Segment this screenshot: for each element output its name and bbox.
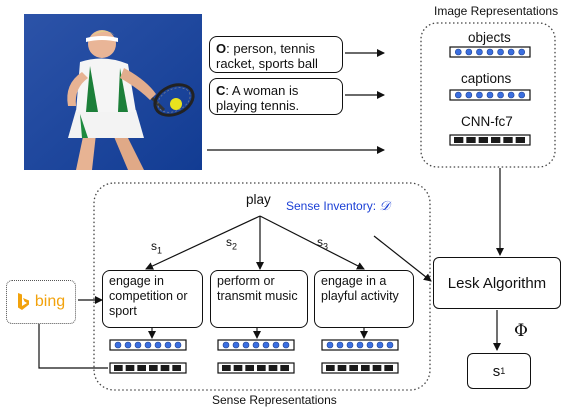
- rep-label-captions: captions: [461, 71, 512, 86]
- output-sense-label: s: [492, 362, 501, 380]
- detected-objects-box: O: person, tennis racket, sports ball: [209, 36, 343, 73]
- bing-b-icon: [17, 292, 29, 310]
- sense-inventory-text: Sense Inventory:: [286, 199, 380, 213]
- phi-symbol: Φ: [514, 321, 528, 341]
- sense-label-s1: s1: [151, 239, 163, 256]
- arrow-senses-to-lesk-line: [373, 235, 432, 282]
- sense-box-1: engage in competition or sport: [102, 270, 203, 328]
- caption-text: : A woman is playing tennis.: [216, 83, 300, 113]
- bing-logo: bing: [6, 280, 76, 324]
- tennis-player-photo: [24, 14, 202, 170]
- branch-s1: [145, 215, 261, 270]
- sense-label-s2: s2: [226, 235, 238, 252]
- sense-label-s3: s3: [317, 235, 329, 252]
- sense-representations-title: Sense Representations: [212, 393, 337, 407]
- sense-representations-container: [93, 182, 431, 391]
- image-representations-title: Image Representations: [434, 4, 559, 18]
- output-sense-sub: 1: [500, 366, 506, 376]
- target-word-play: play: [246, 192, 271, 207]
- sense-inventory-label: Sense Inventory: 𝒟: [286, 199, 390, 214]
- sense-inventory-symbol: 𝒟: [379, 199, 390, 214]
- branch-s3: [259, 215, 365, 270]
- detected-objects-text: : person, tennis racket, sports ball: [216, 41, 318, 71]
- sense-box-2: perform or transmit music: [210, 270, 308, 328]
- detected-objects-prefix: O: [216, 41, 227, 56]
- bing-word: bing: [34, 293, 66, 310]
- bing-to-black-vectors: [38, 324, 108, 369]
- rep-label-objects: objects: [468, 30, 511, 45]
- lesk-algorithm-box: Lesk Algorithm: [433, 257, 561, 309]
- caption-prefix: C: [216, 83, 226, 98]
- caption-box: C: A woman is playing tennis.: [209, 78, 343, 115]
- sense-box-3: engage in a playful activity: [314, 270, 414, 328]
- rep-label-cnn: CNN-fc7: [461, 114, 513, 129]
